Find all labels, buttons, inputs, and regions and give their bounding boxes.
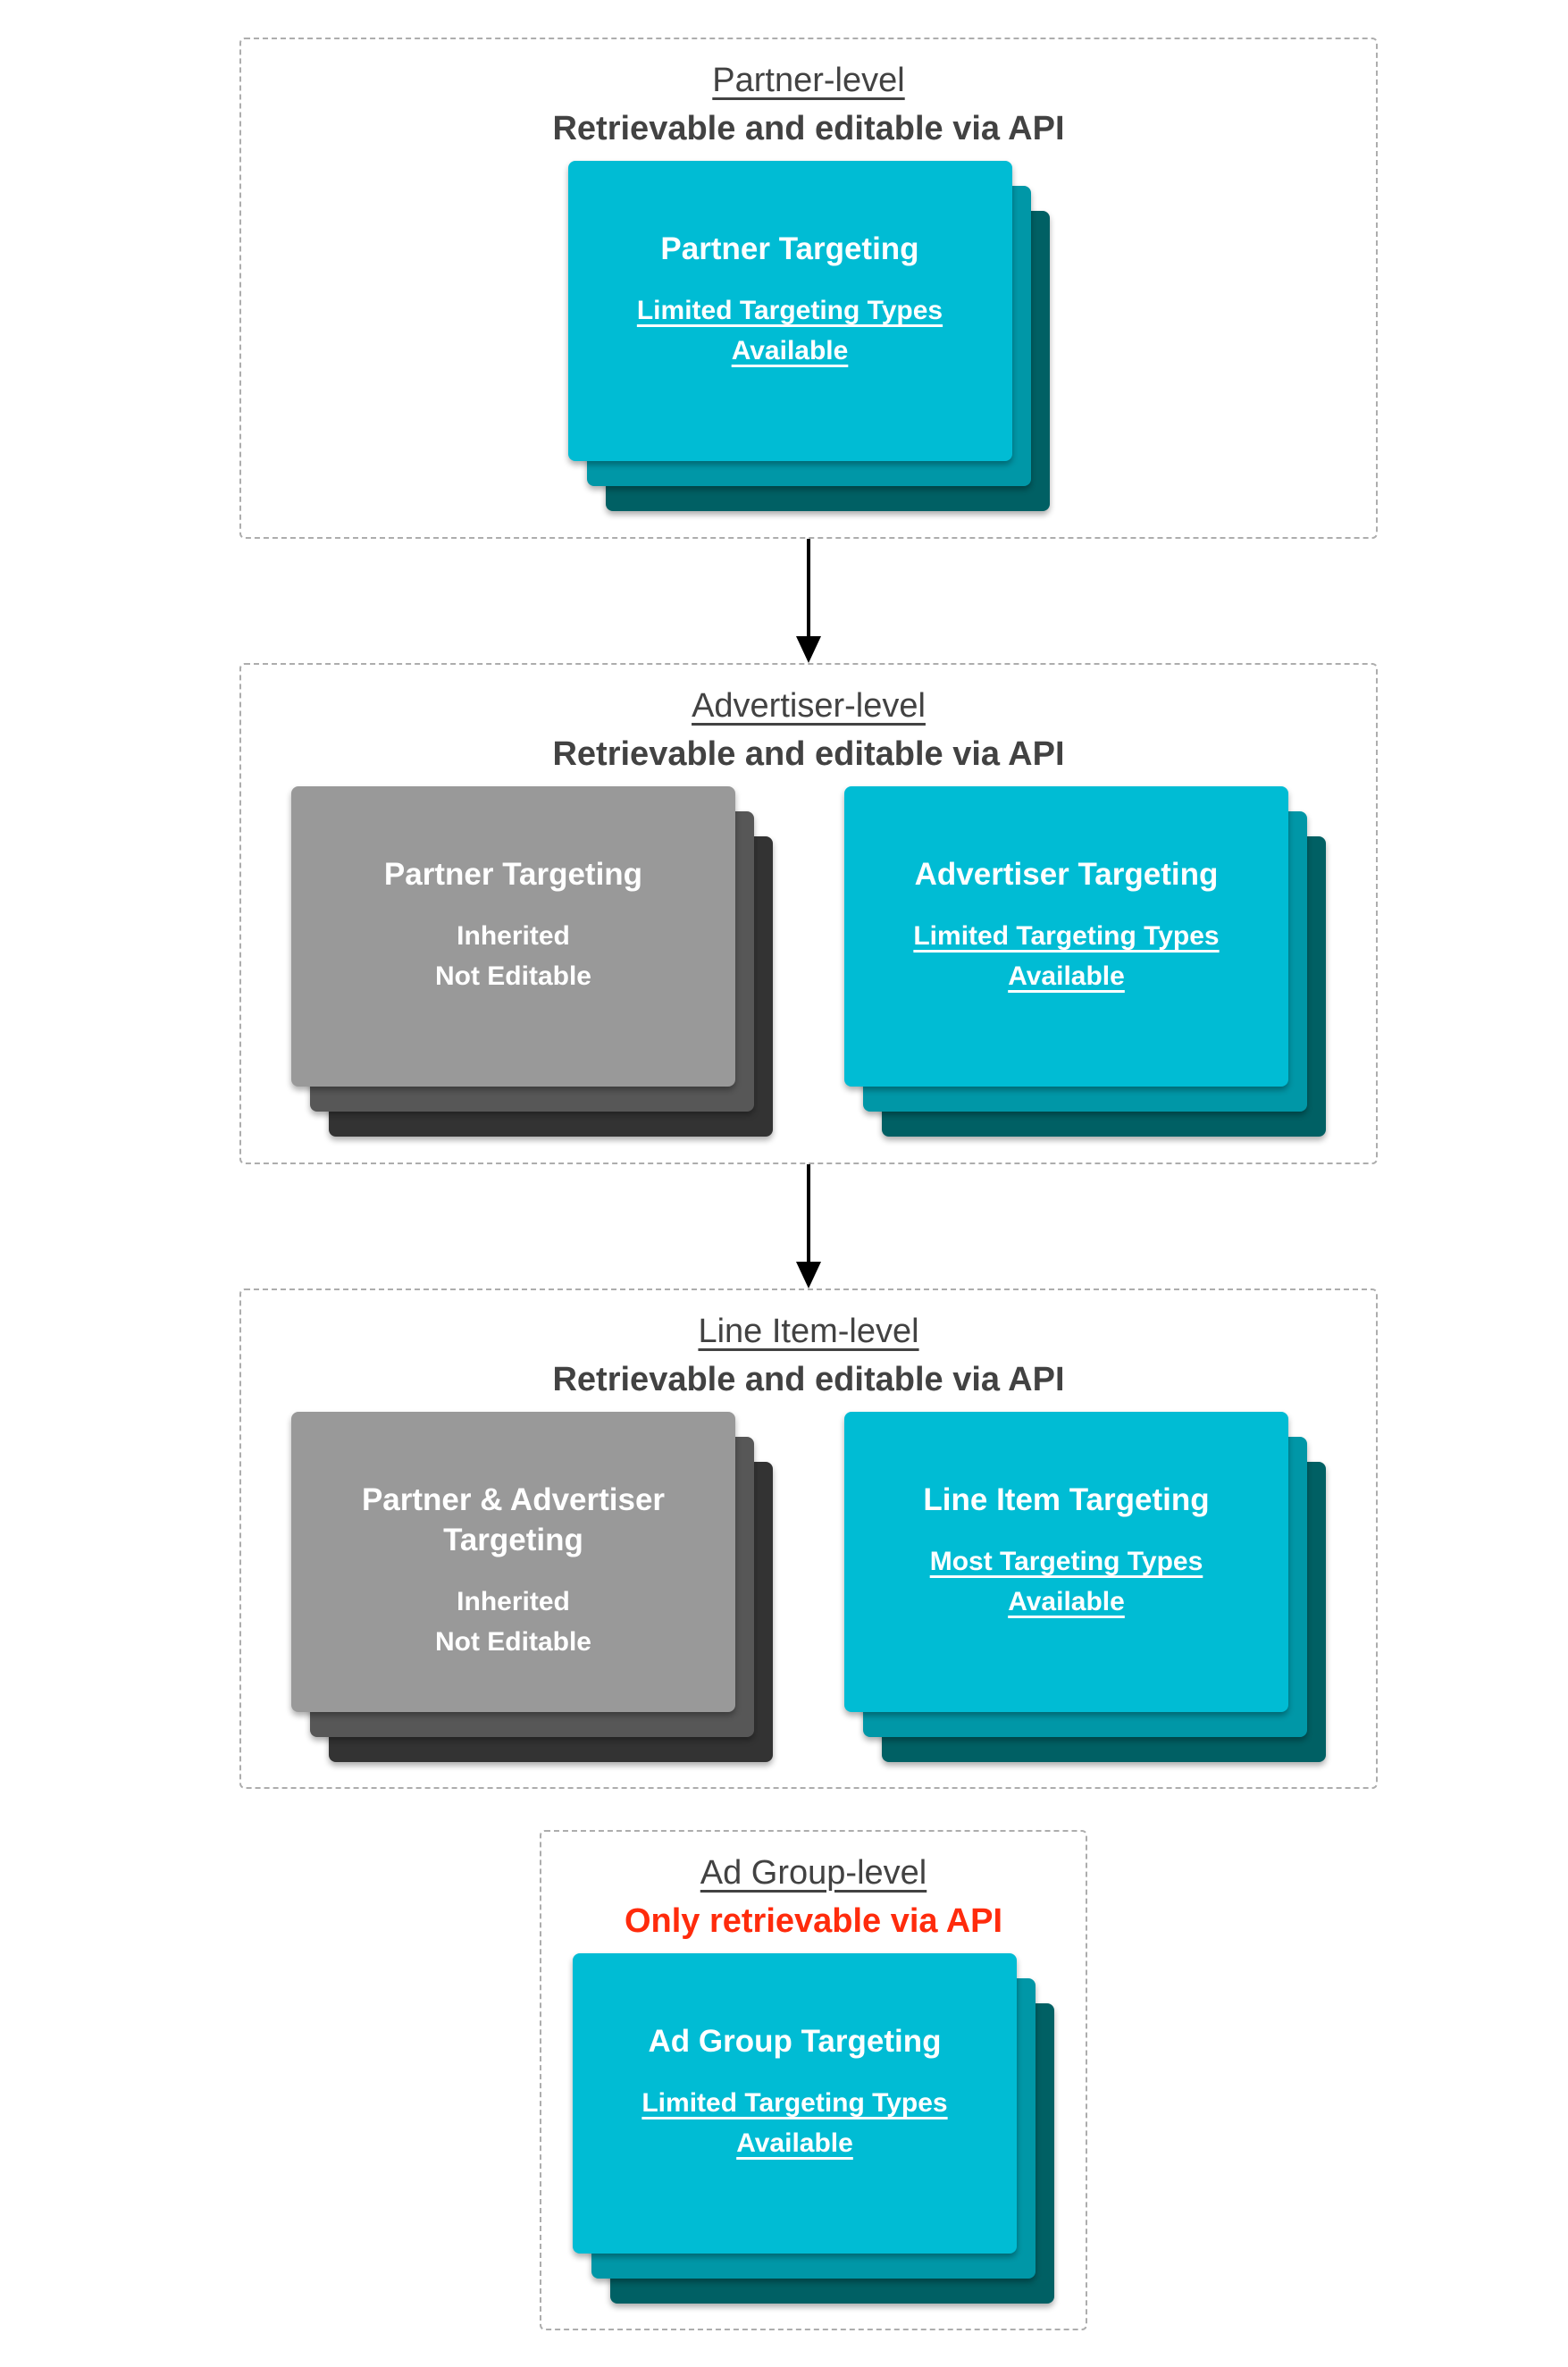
stack-row: Partner Targeting Limited Targeting Type… bbox=[567, 161, 1050, 511]
section-title: Advertiser-level bbox=[692, 687, 926, 725]
card-body-line: Available bbox=[731, 336, 849, 365]
card-body-line: Inherited bbox=[457, 1587, 570, 1616]
section-title: Partner-level bbox=[712, 62, 905, 99]
stack-line-item-targeting: Line Item Targeting Most Targeting Types… bbox=[844, 1412, 1326, 1762]
stack-row: Partner Targeting Inherited Not Editable… bbox=[291, 786, 1326, 1137]
card-body: Limited Targeting Types Available bbox=[608, 2083, 983, 2163]
stack-partner-targeting: Partner Targeting Limited Targeting Type… bbox=[567, 161, 1050, 511]
section-subtitle: Retrievable and editable via API bbox=[552, 1361, 1065, 1398]
card-body-line: Available bbox=[1008, 1587, 1125, 1616]
card-front: Line Item Targeting Most Targeting Types… bbox=[844, 1412, 1288, 1712]
card-body-line: Limited Targeting Types bbox=[636, 296, 943, 325]
section-title: Line Item-level bbox=[698, 1313, 919, 1350]
card-body-line: Not Editable bbox=[434, 961, 591, 991]
stack-row: Partner & Advertiser Targeting Inherited… bbox=[291, 1412, 1326, 1762]
section-subtitle: Retrievable and editable via API bbox=[552, 110, 1065, 147]
section-ad-group-level: Ad Group-level Only retrievable via API … bbox=[540, 1830, 1087, 2330]
section-subtitle: Retrievable and editable via API bbox=[552, 735, 1065, 773]
card-front: Advertiser Targeting Limited Targeting T… bbox=[844, 786, 1288, 1087]
card-body-line: Most Targeting Types bbox=[929, 1547, 1203, 1576]
section-title: Ad Group-level bbox=[700, 1854, 927, 1892]
section-partner-level: Partner-level Retrievable and editable v… bbox=[239, 38, 1378, 539]
arrow-line bbox=[807, 539, 810, 636]
stack-partner-targeting-inherited: Partner Targeting Inherited Not Editable bbox=[291, 786, 773, 1137]
card-body-line: Available bbox=[1008, 961, 1125, 991]
card-title: Partner & Advertiser Targeting bbox=[361, 1482, 666, 1557]
stack-ad-group-targeting: Ad Group Targeting Limited Targeting Typ… bbox=[573, 1953, 1054, 2304]
card-body: Inherited Not Editable bbox=[326, 1582, 701, 1662]
card-front: Partner Targeting Limited Targeting Type… bbox=[567, 161, 1012, 461]
down-arrow-icon bbox=[796, 1262, 821, 1288]
arrow-line bbox=[807, 1164, 810, 1262]
card-front: Ad Group Targeting Limited Targeting Typ… bbox=[573, 1953, 1017, 2254]
card-front: Partner & Advertiser Targeting Inherited… bbox=[291, 1412, 735, 1712]
section-advertiser-level: Advertiser-level Retrievable and editabl… bbox=[239, 663, 1378, 1164]
card-title: Ad Group Targeting bbox=[648, 2024, 942, 2059]
section-line-item-level: Line Item-level Retrievable and editable… bbox=[239, 1288, 1378, 1789]
section-subtitle: Only retrievable via API bbox=[624, 1902, 1003, 1940]
stack-advertiser-targeting: Advertiser Targeting Limited Targeting T… bbox=[844, 786, 1326, 1137]
card-body-line: Available bbox=[736, 2128, 853, 2158]
card-title: Partner Targeting bbox=[383, 857, 643, 892]
card-body-line: Not Editable bbox=[434, 1627, 591, 1657]
flow-arrow-2 bbox=[795, 1164, 822, 1288]
flow-arrow-1 bbox=[795, 539, 822, 663]
card-title: Partner Targeting bbox=[660, 231, 919, 266]
stack-partner-advertiser-inherited: Partner & Advertiser Targeting Inherited… bbox=[291, 1412, 773, 1762]
card-title: Advertiser Targeting bbox=[914, 857, 1219, 892]
card-body: Limited Targeting Types Available bbox=[602, 290, 977, 371]
stack-row: Ad Group Targeting Limited Targeting Typ… bbox=[573, 1953, 1054, 2304]
down-arrow-icon bbox=[796, 636, 821, 663]
card-body: Inherited Not Editable bbox=[326, 916, 701, 996]
card-body: Most Targeting Types Available bbox=[879, 1541, 1254, 1622]
card-front: Partner Targeting Inherited Not Editable bbox=[291, 786, 735, 1087]
card-title: Line Item Targeting bbox=[923, 1482, 1210, 1517]
card-body: Limited Targeting Types Available bbox=[879, 916, 1254, 996]
card-body-line: Inherited bbox=[457, 921, 570, 951]
card-body-line: Limited Targeting Types bbox=[641, 2088, 948, 2118]
card-body-line: Limited Targeting Types bbox=[913, 921, 1220, 951]
